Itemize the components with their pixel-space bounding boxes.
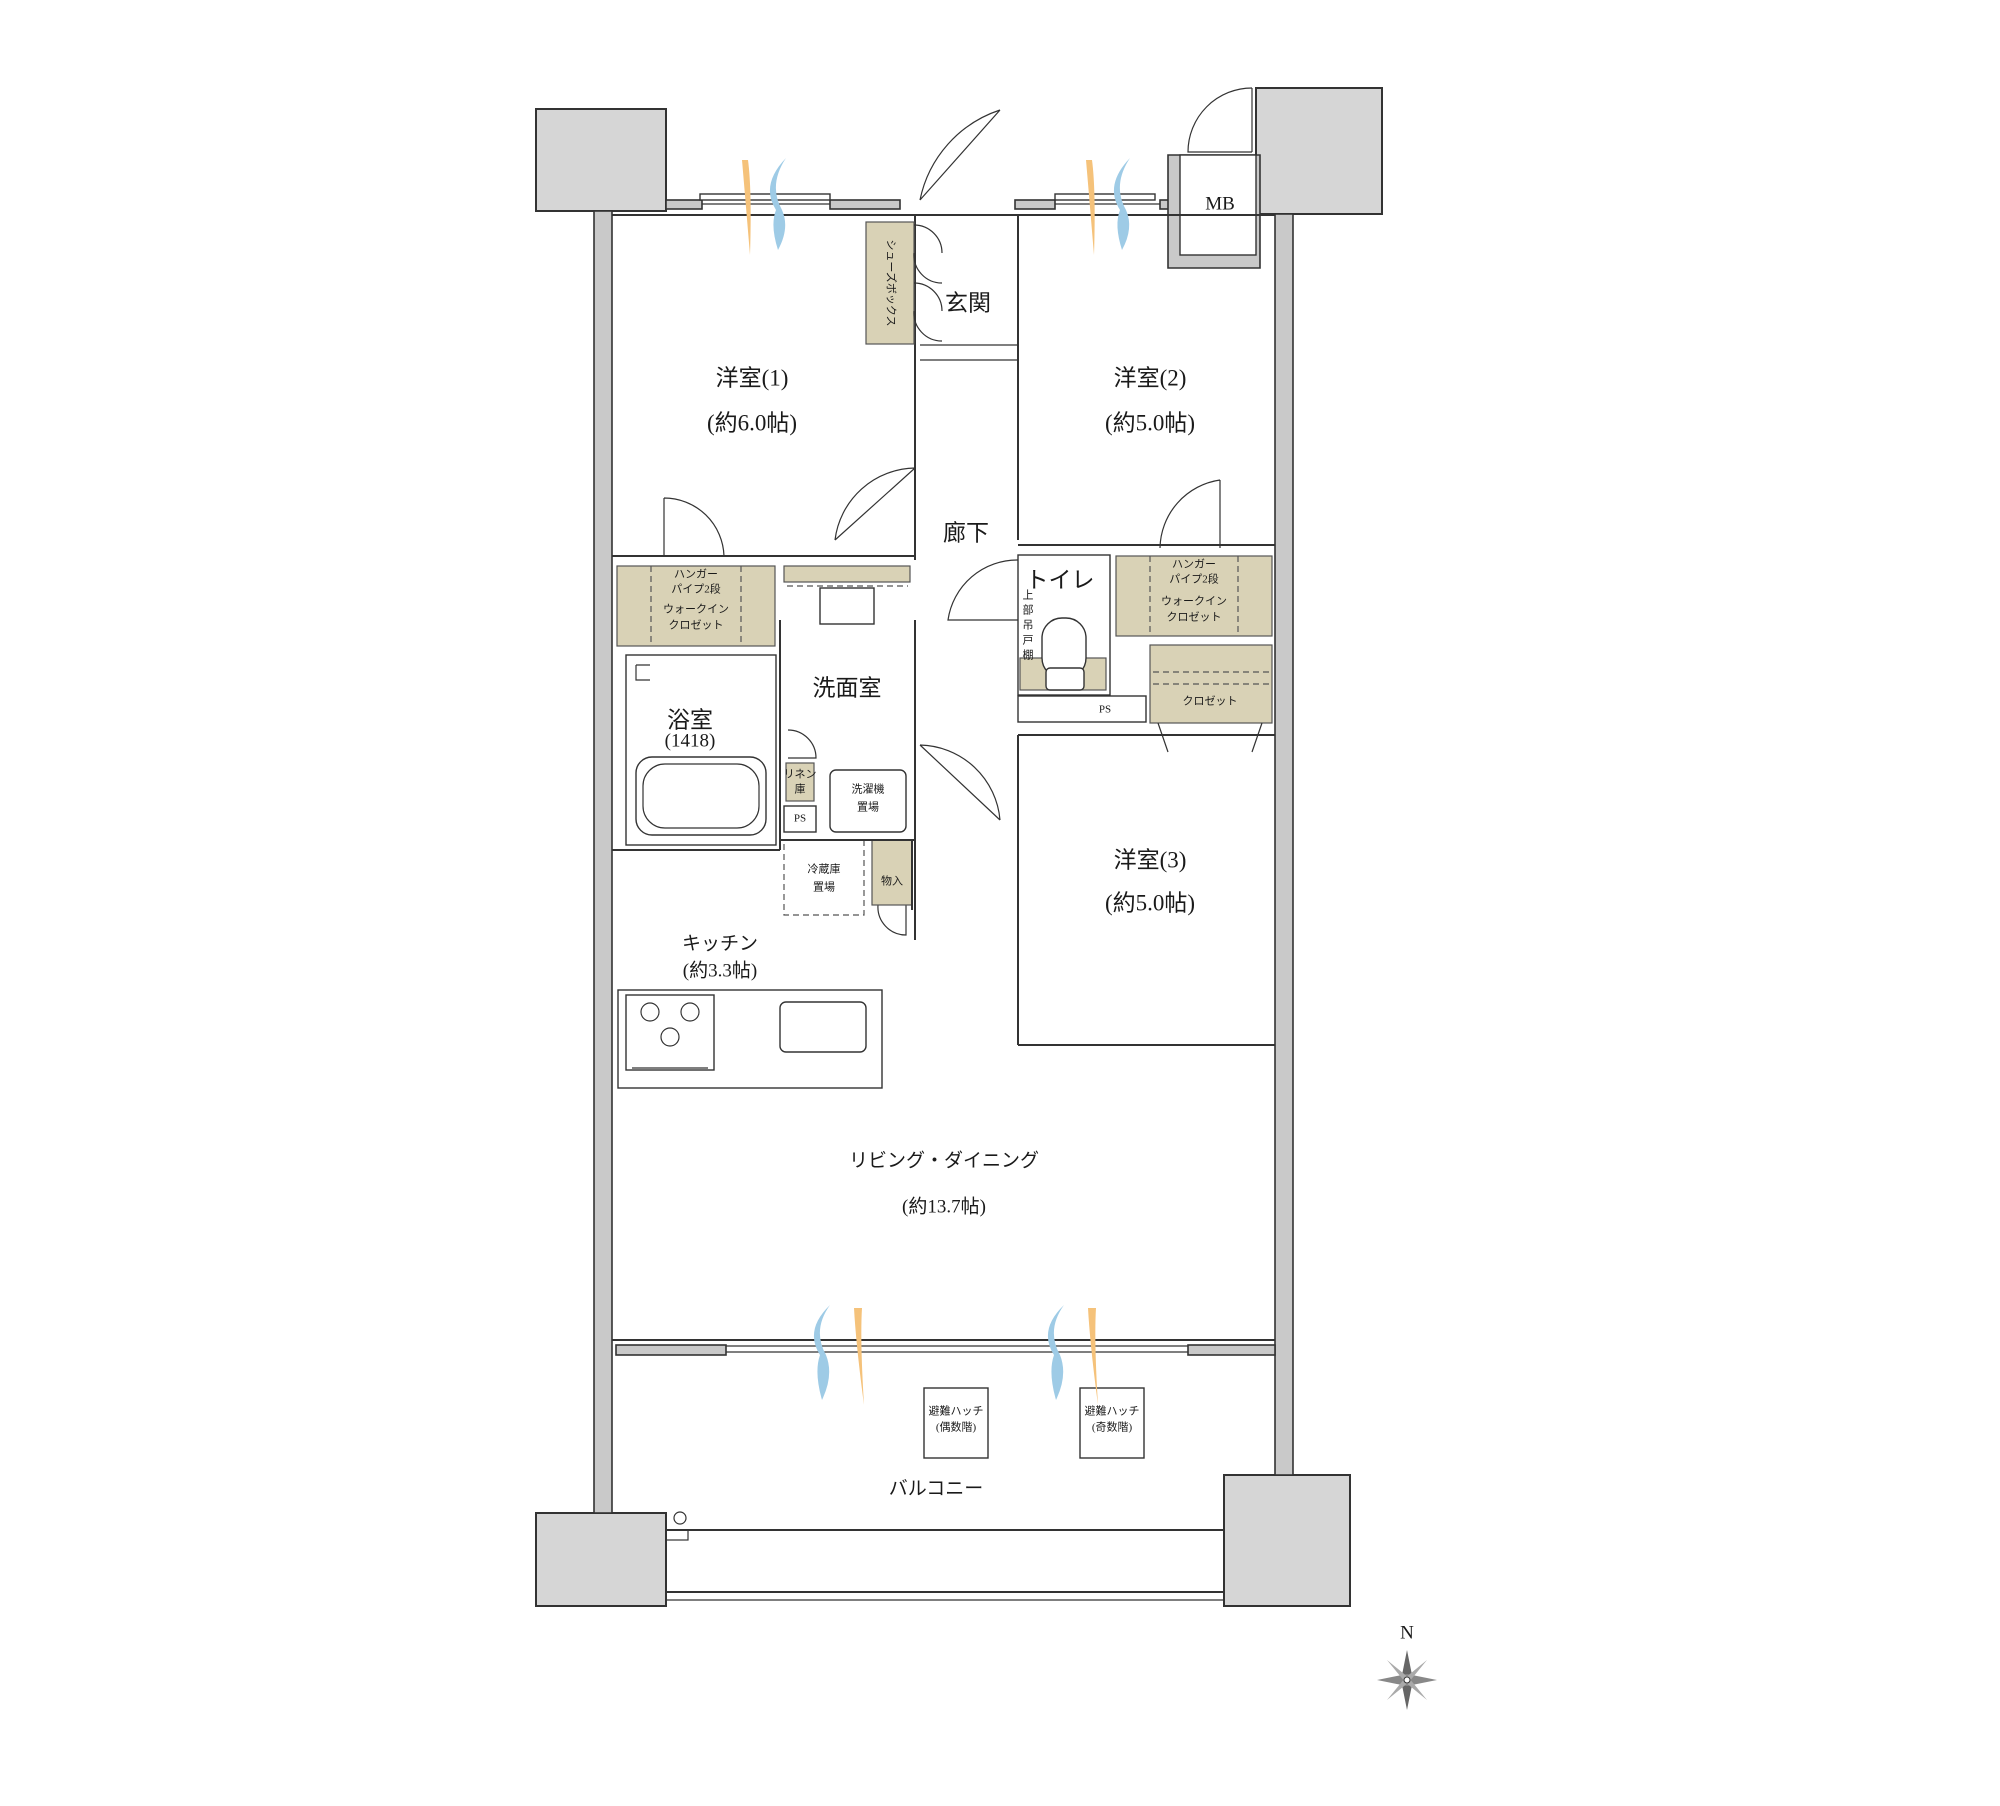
airflow-top-2 (1086, 158, 1130, 255)
washroom-label: 洗面室 (813, 675, 882, 700)
kitchen-size: (約3.3帖) (683, 959, 757, 981)
walk-in-closet-2 (1115, 555, 1273, 637)
linen-closet (785, 762, 815, 802)
wall-top-1 (665, 199, 703, 210)
balcony-label: バルコニー (889, 1478, 984, 1499)
pillar-top-right (1255, 87, 1383, 215)
upper-shelf-3: 吊 (1023, 619, 1034, 632)
closet-label: クロゼット (1183, 695, 1238, 708)
hallway-label: 廊下 (943, 520, 989, 545)
fridge-label-2: 置場 (813, 881, 835, 894)
ps-toilet-label: PS (1099, 704, 1111, 716)
hatch-odd-label-2: (奇数階) (1092, 1420, 1133, 1434)
walk-in-closet-1 (616, 565, 776, 647)
living-size: (約13.7帖) (902, 1195, 986, 1217)
linen-label-2: 庫 (795, 782, 806, 796)
door-western-3[interactable] (919, 744, 1001, 821)
wic1-label-3: ウォークイン (663, 603, 729, 616)
wall-left (593, 210, 613, 1514)
kitchen-label: キッチン (682, 933, 758, 954)
pillar-bottom-right (1223, 1474, 1351, 1607)
bathtub (635, 756, 767, 836)
washer-label-2: 置場 (857, 801, 879, 814)
toilet-label: トイレ (1026, 567, 1095, 592)
fridge-label-1: 冷蔵庫 (808, 862, 841, 876)
wall-right (1274, 213, 1294, 1476)
door-western-1[interactable] (834, 467, 916, 541)
wic2-label-3: ウォークイン (1161, 595, 1227, 608)
western-1-label: 洋室(1) (716, 365, 789, 390)
western-3-size: (約5.0帖) (1105, 890, 1195, 915)
wic2-label-1: ハンガー (1172, 558, 1216, 571)
pillar-bottom-left (535, 1512, 667, 1607)
wic1-label-1: ハンガー (674, 568, 718, 581)
bath-label: 浴室 (667, 707, 713, 732)
door-storage-small[interactable] (877, 904, 907, 936)
kitchen-sink (779, 1001, 867, 1053)
washer-space (829, 769, 907, 833)
hatch-even-label-2: (偶数階) (936, 1420, 977, 1434)
washroom-shelf (783, 565, 911, 583)
upper-shelf-1: 上 (1023, 589, 1034, 602)
hatch-even (923, 1387, 989, 1459)
wall-top-3 (1014, 199, 1056, 210)
stove (625, 994, 715, 1071)
airflow-top-1 (742, 158, 786, 255)
door-western-2[interactable] (1159, 479, 1221, 549)
pillar-top-left (535, 108, 667, 212)
shoe-box-label: シューズボックス (884, 239, 898, 326)
wic1-label-4: クロゼット (669, 619, 724, 632)
closet (1149, 644, 1273, 724)
shoe-box (865, 221, 915, 345)
door-toilet[interactable] (947, 559, 1019, 621)
upper-shelf-4: 戸 (1023, 635, 1034, 647)
living-label: リビング・ダイニング (849, 1149, 1039, 1171)
western-2-label: 洋室(2) (1114, 365, 1187, 390)
balcony-window-wall-left (615, 1344, 727, 1356)
small-storage-label: 物入 (881, 874, 903, 888)
entrance-label: 玄関 (945, 290, 991, 315)
upper-shelf-5: 棚 (1023, 648, 1034, 662)
wic2-label-2: パイプ2段 (1169, 572, 1219, 586)
western-1-size: (約6.0帖) (707, 410, 797, 435)
compass-north-label: N (1400, 1622, 1414, 1643)
airflow-bottom-2 (1047, 1305, 1098, 1405)
hatch-even-label-1: 避難ハッチ (929, 1404, 984, 1418)
wic1-label-2: パイプ2段 (671, 582, 721, 596)
upper-shelf-2: 部 (1023, 603, 1034, 617)
western-2-size: (約5.0帖) (1105, 410, 1195, 435)
fridge-space (783, 839, 865, 916)
small-storage (871, 839, 913, 906)
western-3-label: 洋室(3) (1114, 847, 1187, 872)
linen-label-1: リネン (784, 768, 817, 781)
compass-rose (1377, 1650, 1437, 1710)
airflow-bottom-1 (813, 1305, 864, 1405)
door-wic1[interactable] (663, 497, 725, 557)
wic2-label-4: クロゼット (1167, 611, 1222, 624)
washer-label-1: 洗濯機 (852, 782, 885, 796)
hatch-odd (1079, 1387, 1145, 1459)
hatch-odd-label-1: 避難ハッチ (1085, 1404, 1140, 1418)
wall-top-2 (829, 199, 901, 210)
ps-bath-label: PS (794, 813, 806, 825)
balcony-drain (673, 1511, 687, 1525)
entrance-door[interactable] (919, 109, 1001, 201)
bath-size: (1418) (665, 730, 716, 751)
door-linen[interactable] (787, 729, 817, 759)
balcony-window-wall-right (1187, 1344, 1276, 1356)
mb-label: MB (1205, 193, 1235, 214)
